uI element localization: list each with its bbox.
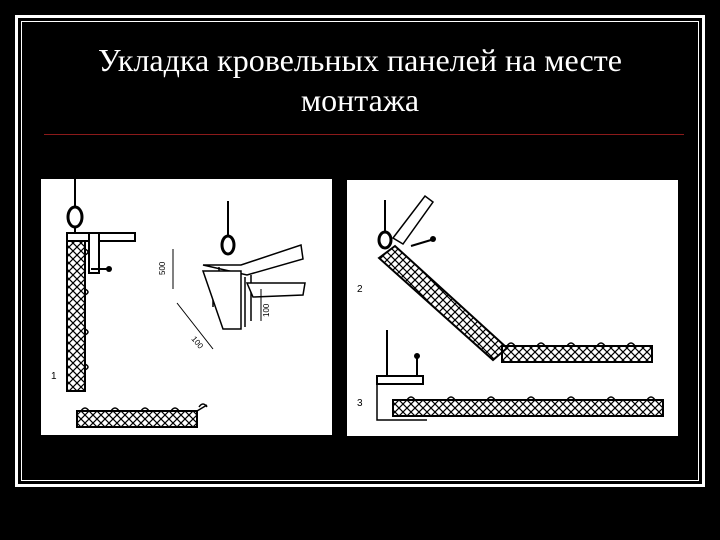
label-step-1: 1 — [51, 371, 57, 382]
slide-title: Укладка кровельных панелей на месте монт… — [98, 42, 622, 118]
horizontal-roof-panel — [76, 410, 198, 428]
inclined-roof-panel — [377, 244, 509, 362]
bottom-clamp — [376, 375, 424, 385]
vertical-roof-panel — [66, 240, 86, 392]
panel-installation-drawing-right: 2 3 — [357, 194, 664, 421]
illustration-right: 2 3 — [347, 180, 678, 436]
slide-frame-outer — [15, 15, 705, 487]
illustration-left: 1 500 100 100 — [41, 179, 332, 435]
angled-clamp — [391, 194, 435, 245]
dim-label-bottom: 100 — [189, 335, 205, 351]
slide-frame-inner — [21, 21, 699, 481]
lower-horizontal-panel — [392, 399, 664, 417]
hook-block — [66, 205, 84, 229]
gripping-clamp — [66, 232, 136, 242]
dim-label-right: 100 — [262, 303, 271, 317]
upper-horizontal-panel — [501, 345, 653, 363]
title-divider — [44, 134, 684, 135]
panel-installation-drawing-left: 1 500 100 100 — [51, 179, 306, 428]
dim-label-top: 500 — [158, 261, 167, 275]
label-step-3: 3 — [357, 398, 363, 409]
label-step-2: 2 — [357, 284, 363, 295]
